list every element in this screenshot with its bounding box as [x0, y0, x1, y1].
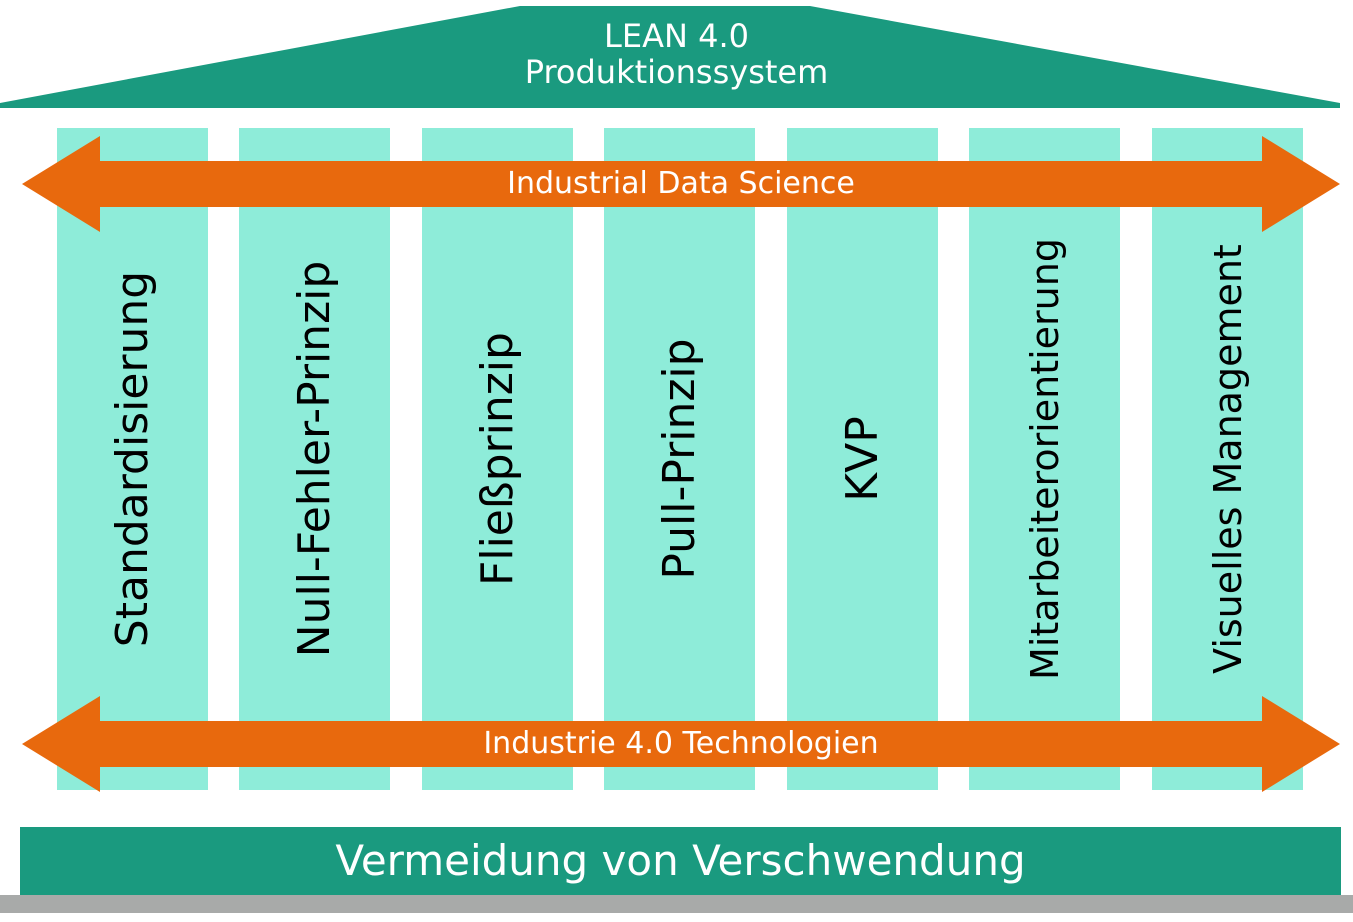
pillar-label: Standardisierung — [106, 270, 158, 648]
pillar-standardisierung: Standardisierung — [57, 128, 208, 790]
roof-title: LEAN 4.0 Produktionssystem — [0, 18, 1353, 90]
pillar-visuelles-management: Visuelles Management — [1152, 128, 1303, 790]
double-arrow-shape — [22, 696, 1340, 792]
arrow-industrie-4-0-technologien: Industrie 4.0 Technologien — [22, 696, 1340, 792]
pillar-kvp: KVP — [787, 128, 938, 790]
pillar-label: Fließprinzip — [471, 332, 523, 586]
roof: LEAN 4.0 Produktionssystem — [0, 0, 1353, 110]
pillar-label: Mitarbeiterorientierung — [1022, 238, 1067, 680]
pillar-label: Null-Fehler-Prinzip — [288, 260, 340, 658]
roof-shape — [0, 6, 1340, 108]
arrow-industrial-data-science: Industrial Data Science — [22, 136, 1340, 232]
foundation: Vermeidung von Verschwendung — [20, 827, 1341, 895]
pillar-null-fehler-prinzip: Null-Fehler-Prinzip — [239, 128, 390, 790]
foundation-label: Vermeidung von Verschwendung — [335, 836, 1026, 885]
pillar-mitarbeiterorientierung: Mitarbeiterorientierung — [969, 128, 1120, 790]
arrow-label: Industrie 4.0 Technologien — [483, 726, 879, 761]
pillar-label: Visuelles Management — [1205, 244, 1250, 674]
arrow-label: Industrial Data Science — [507, 166, 855, 201]
double-arrow-shape — [22, 136, 1340, 232]
roof-title-line2: Produktionssystem — [524, 53, 829, 91]
ground-bar — [0, 895, 1353, 913]
pillar-pull-prinzip: Pull-Prinzip — [604, 128, 755, 790]
pillar-fliessprinzip: Fließprinzip — [422, 128, 573, 790]
pillar-label: KVP — [836, 416, 888, 502]
roof-title-line1: LEAN 4.0 — [604, 17, 749, 55]
pillar-label: Pull-Prinzip — [653, 338, 705, 580]
